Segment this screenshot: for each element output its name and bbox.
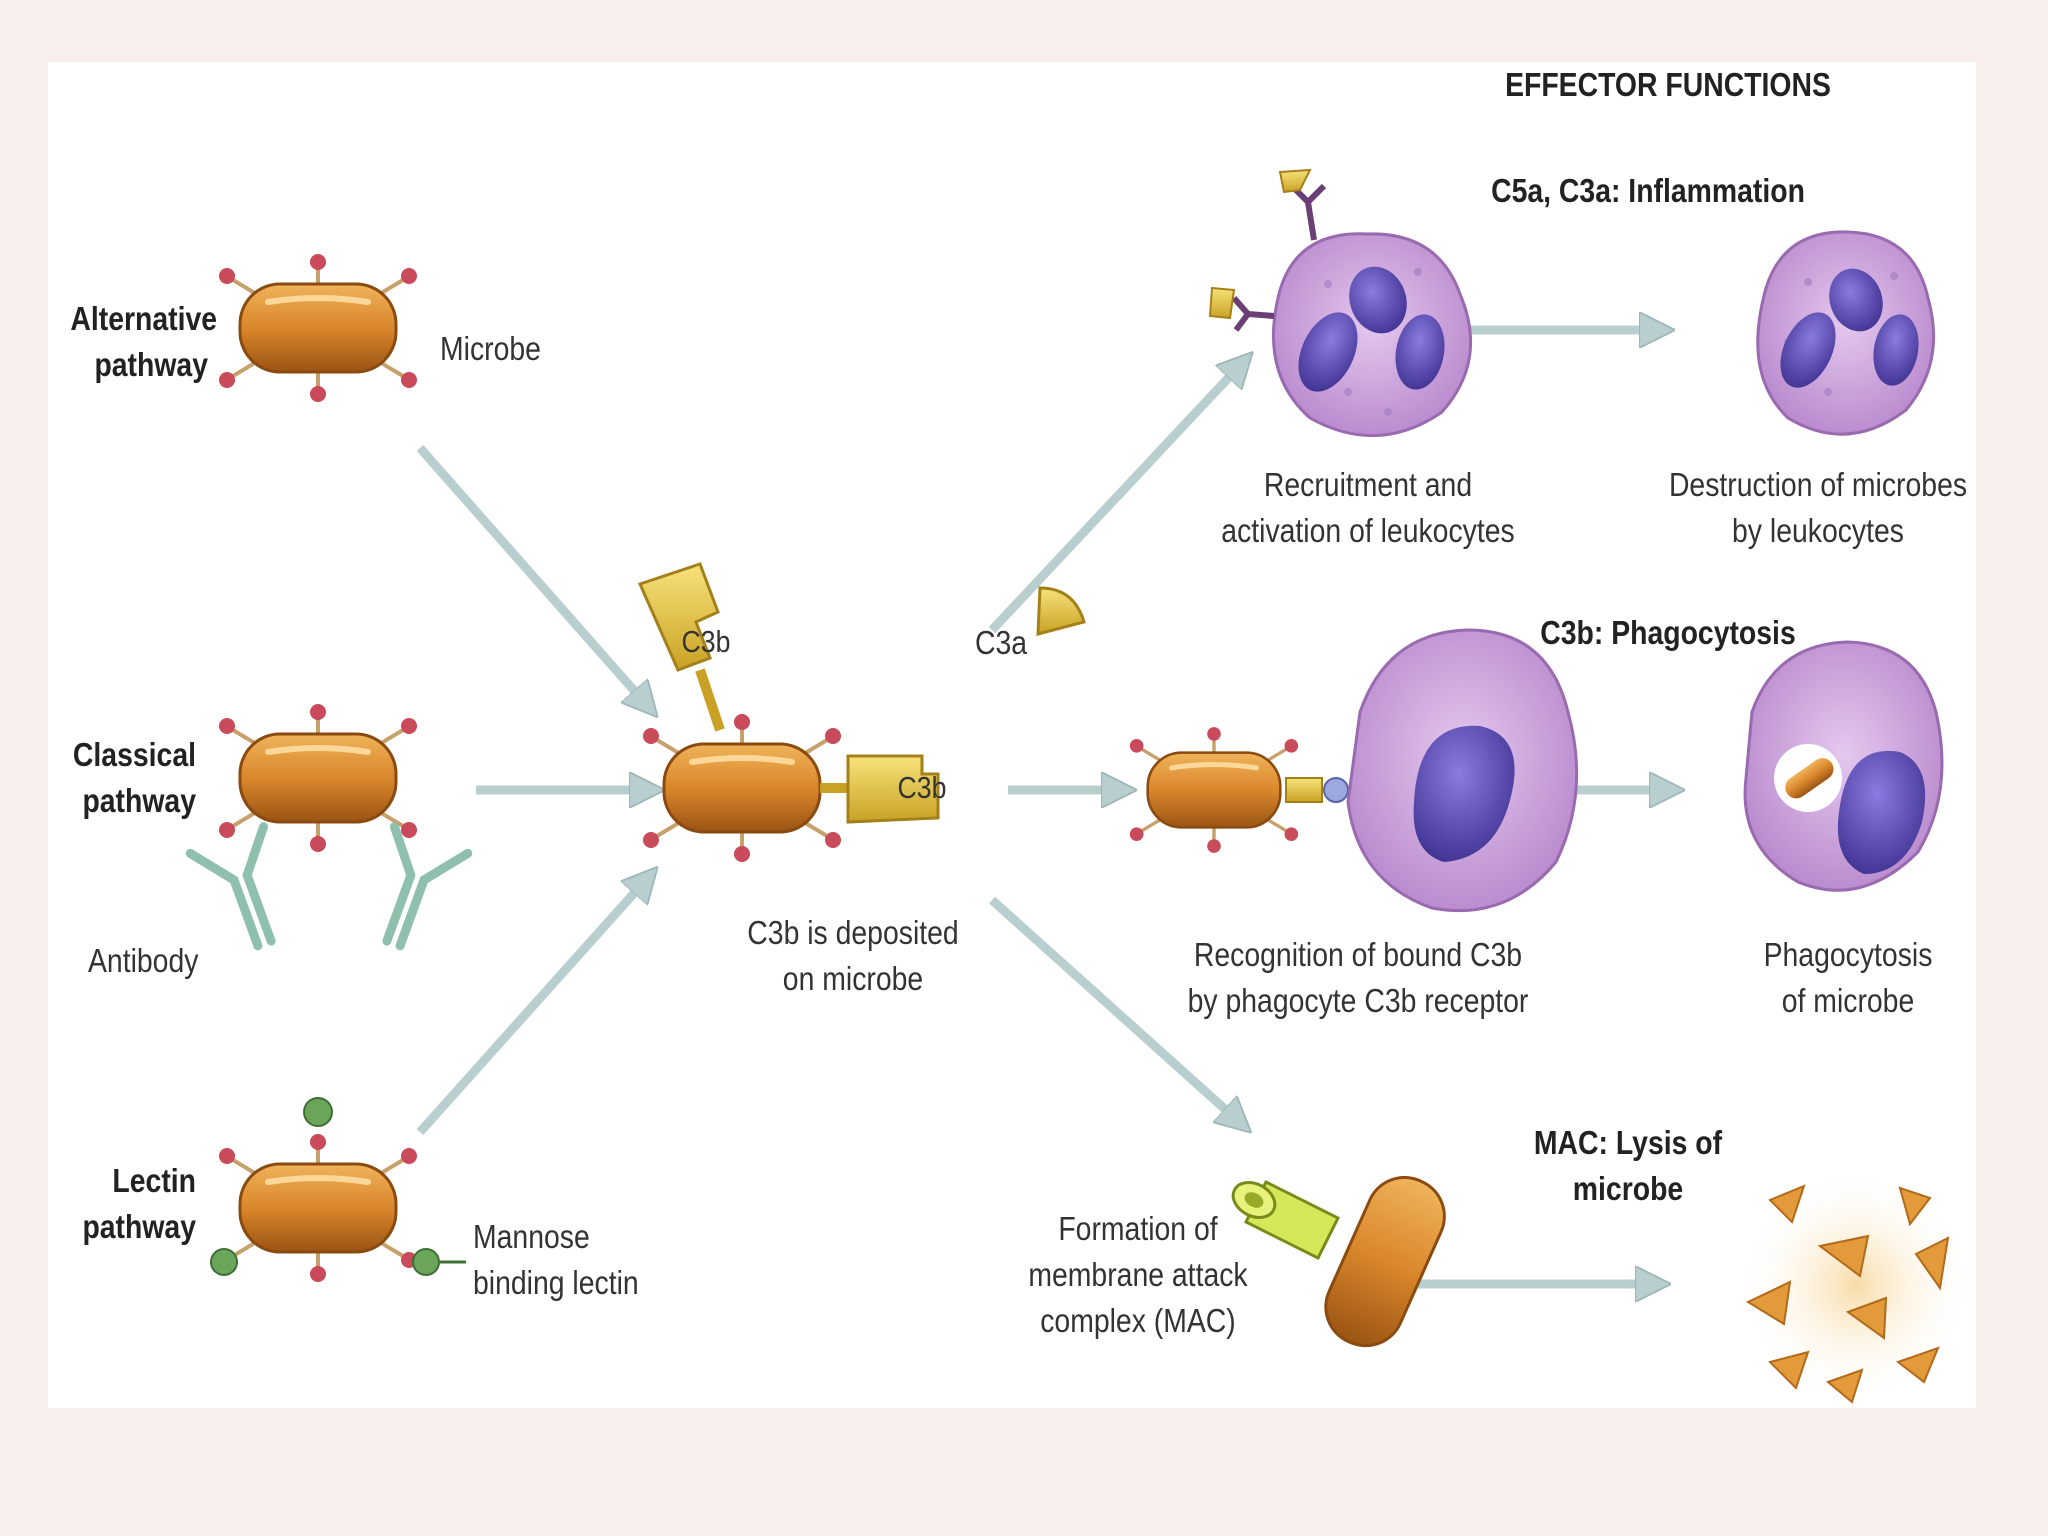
lysis-fragments bbox=[1736, 1166, 1976, 1406]
leukocyte-recruitment bbox=[1208, 168, 1472, 438]
arrow-alternative bbox=[416, 445, 653, 712]
label-c3b-top: C3b bbox=[681, 624, 731, 659]
arrow-lectin bbox=[416, 872, 653, 1136]
label-microbe: Microbe bbox=[440, 330, 541, 367]
phagocyte-recognition bbox=[1130, 628, 1579, 913]
phagocytosis-cell bbox=[1743, 640, 1944, 892]
leukocyte-destruction bbox=[1756, 230, 1936, 436]
microbe-lectin bbox=[219, 1134, 417, 1282]
label-phagocytosis-function: C3b: Phagocytosis bbox=[1540, 614, 1796, 651]
microbe-alternative bbox=[219, 254, 417, 402]
microbe-c3b-central bbox=[637, 562, 940, 862]
label-antibody: Antibody bbox=[88, 942, 199, 979]
label-c3a: C3a bbox=[974, 624, 1028, 661]
antibody-right-icon bbox=[357, 827, 468, 957]
complement-diagram bbox=[48, 168, 1976, 1406]
arrow-mac bbox=[988, 896, 1246, 1128]
effector-functions-title: EFFECTOR FUNCTIONS bbox=[1505, 66, 1831, 103]
antibody-left-icon bbox=[190, 827, 301, 957]
c3a-fragment-icon bbox=[1036, 586, 1086, 636]
mannose-lectin-icons bbox=[210, 1097, 466, 1276]
arrow-c3a bbox=[988, 357, 1248, 634]
microbe-classical bbox=[219, 704, 417, 852]
label-c3b-side: C3b bbox=[897, 770, 947, 805]
label-inflammation: C5a, C3a: Inflammation bbox=[1491, 172, 1805, 209]
mac-complex bbox=[1231, 1176, 1446, 1348]
